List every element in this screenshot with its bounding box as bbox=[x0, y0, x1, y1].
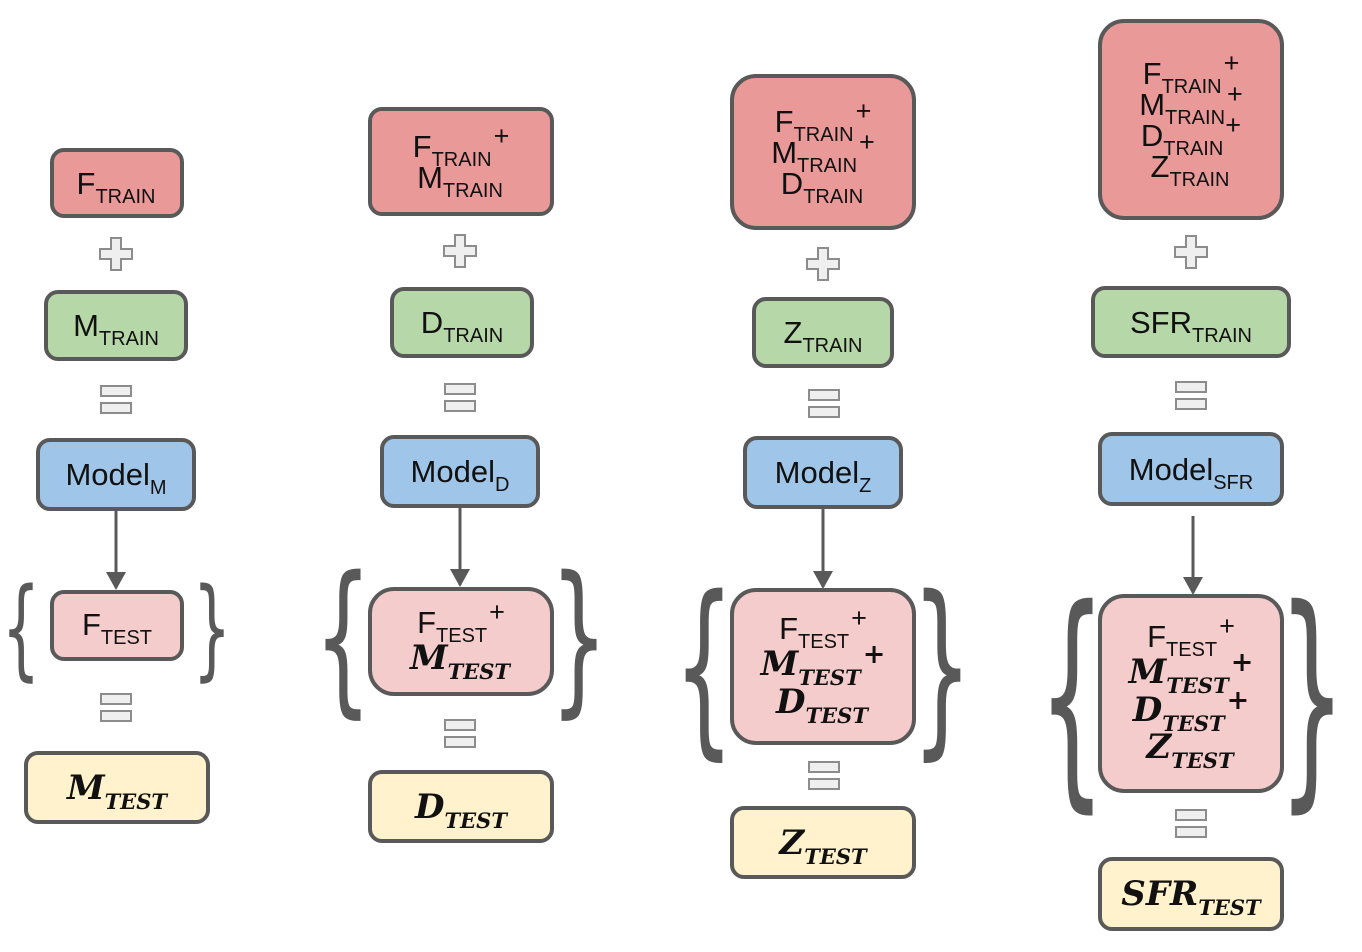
test-line: FTEST+ bbox=[1147, 611, 1235, 662]
train-line: FTRAIN bbox=[76, 165, 156, 208]
arrow-head-icon bbox=[450, 569, 470, 587]
model-box-d: ModelD bbox=[380, 435, 540, 508]
equals-icon bbox=[808, 386, 840, 420]
curly-brace-left-icon: { bbox=[1, 564, 41, 692]
test-set-box-sfr: FTEST+ MTEST+ DTEST+ ZTEST bbox=[1098, 594, 1284, 793]
plus-outline-icon bbox=[98, 236, 134, 272]
output-box-d: DTEST bbox=[368, 770, 554, 843]
equals-icon bbox=[444, 380, 476, 414]
test-set-box-z: FTEST+ MTEST+ DTEST bbox=[730, 588, 916, 745]
train-set-box-m: FTRAIN bbox=[50, 148, 184, 218]
test-line: DTEST bbox=[776, 681, 868, 728]
test-line: MTEST+ bbox=[1128, 647, 1254, 699]
train-set-box-z: FTRAIN+ MTRAIN+ DTRAIN bbox=[730, 74, 916, 230]
test-line: FTEST+ bbox=[779, 603, 867, 654]
train-line: FTRAIN+ bbox=[412, 120, 510, 171]
train-line: FTRAIN+ bbox=[774, 95, 872, 146]
curly-brace-left-icon: { bbox=[673, 556, 735, 777]
curly-brace-right-icon: } bbox=[192, 564, 232, 692]
curly-brace-right-icon: } bbox=[1278, 558, 1346, 833]
test-line: DTEST+ bbox=[1132, 684, 1250, 736]
train-line: DTRAIN bbox=[780, 165, 864, 208]
model-box-z: ModelZ bbox=[743, 436, 903, 509]
train-line: ZTRAIN bbox=[1150, 148, 1230, 191]
curly-brace-left-icon: { bbox=[314, 540, 372, 733]
curly-brace-left-icon: { bbox=[1038, 558, 1106, 833]
output-box-sfr: SFRTEST bbox=[1098, 857, 1284, 931]
plus-outline-icon bbox=[442, 233, 478, 269]
test-line: ZTEST bbox=[1146, 727, 1234, 774]
train-set-box-d: FTRAIN+ MTRAIN bbox=[368, 107, 554, 216]
model-box-m: ModelM bbox=[36, 438, 196, 511]
output-box-m: MTEST bbox=[24, 751, 210, 824]
arrow-head-icon bbox=[1183, 577, 1203, 595]
train-line: MTRAIN bbox=[417, 159, 503, 202]
equals-icon bbox=[1175, 378, 1207, 412]
arrow-head-icon bbox=[106, 572, 126, 590]
test-set-box-d: FTEST+ MTEST bbox=[368, 587, 554, 696]
feature-box-d: DTRAIN bbox=[390, 287, 534, 358]
feature-box-z: ZTRAIN bbox=[752, 297, 894, 368]
equals-icon bbox=[808, 758, 840, 792]
train-line: FTRAIN+ bbox=[1142, 47, 1240, 98]
feature-box-sfr: SFRTRAIN bbox=[1091, 286, 1291, 358]
train-line: MTRAIN+ bbox=[771, 126, 875, 177]
output-box-z: ZTEST bbox=[730, 806, 916, 879]
equals-icon bbox=[444, 716, 476, 750]
train-set-box-sfr: FTRAIN+ MTRAIN+ DTRAIN+ ZTRAIN bbox=[1098, 19, 1284, 220]
arrow-head-icon bbox=[813, 571, 833, 589]
test-set-box-m: FTEST bbox=[50, 590, 184, 661]
test-line: MTEST+ bbox=[760, 639, 886, 691]
test-line: MTEST bbox=[409, 637, 511, 684]
train-line: DTRAIN+ bbox=[1140, 109, 1242, 160]
equals-icon bbox=[1175, 806, 1207, 840]
plus-outline-icon bbox=[805, 246, 841, 282]
model-box-sfr: ModelSFR bbox=[1098, 432, 1284, 506]
test-line: FTEST+ bbox=[417, 596, 505, 647]
curly-brace-right-icon: } bbox=[911, 556, 973, 777]
equals-icon bbox=[100, 382, 132, 416]
plus-outline-icon bbox=[1173, 234, 1209, 270]
curly-brace-right-icon: } bbox=[550, 540, 608, 733]
feature-box-m: MTRAIN bbox=[44, 290, 188, 361]
equals-icon bbox=[100, 690, 132, 724]
train-line: MTRAIN+ bbox=[1139, 78, 1243, 129]
